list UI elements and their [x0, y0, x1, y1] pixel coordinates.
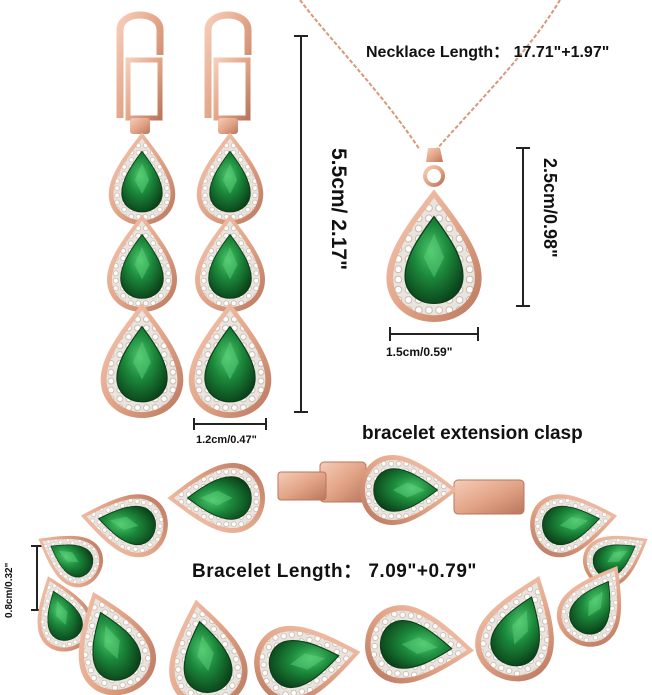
bracelet-clasp	[277, 461, 525, 515]
extension-clasp-label: bracelet extension clasp	[362, 423, 583, 444]
earring-right	[187, 11, 273, 418]
pendant-height-label: 2.5cm/0.98"	[540, 158, 560, 258]
bracelet-width-label: 0.8cm/0.32"	[4, 562, 15, 618]
bracelet-length-label: Bracelet Length： 7.09"+0.79"	[192, 561, 477, 582]
necklace-length-label: Necklace Length： 17.71"+1.97"	[366, 44, 610, 61]
earring-length-label: 5.5cm/ 2.17"	[327, 148, 350, 271]
pendant-width-label: 1.5cm/0.59"	[386, 345, 453, 359]
earring-left	[99, 11, 185, 418]
necklace-chain	[299, 0, 561, 151]
earring-width-label: 1.2cm/0.47"	[196, 434, 257, 446]
pendant	[385, 148, 483, 322]
dimension-lines	[31, 35, 530, 611]
bracelet	[21, 454, 652, 695]
